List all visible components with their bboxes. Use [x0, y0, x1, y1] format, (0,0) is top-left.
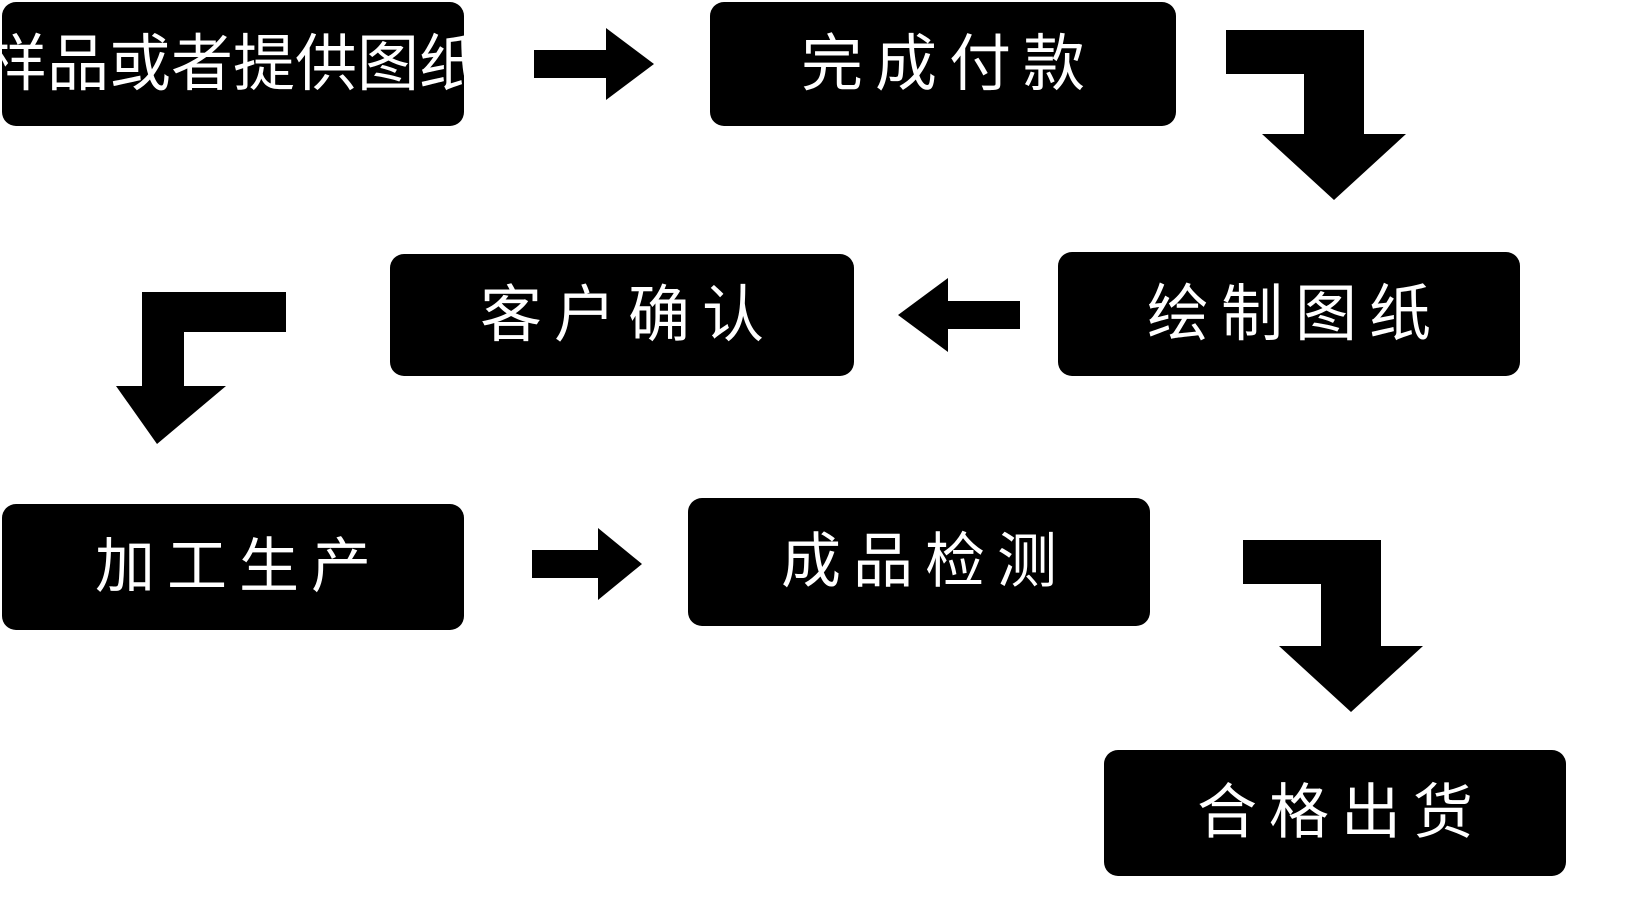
node-draw-blueprint[interactable]: 绘制图纸	[1058, 252, 1520, 376]
node-sample-label: 样品或者提供图纸	[0, 27, 482, 100]
node-shipment-label: 合格出货	[1197, 778, 1485, 848]
node-production[interactable]: 加工生产	[2, 504, 464, 630]
arrow-payment-to-draw	[1226, 30, 1406, 200]
arrow-confirm-to-production	[116, 292, 286, 444]
arrow-sample-to-payment	[534, 28, 654, 100]
node-draw-blueprint-label: 绘制图纸	[1146, 277, 1443, 350]
node-sample[interactable]: 样品或者提供图纸	[0, 2, 481, 126]
arrow-draw-to-confirm	[898, 278, 1020, 352]
node-payment-label: 完成付款	[800, 27, 1097, 100]
node-production-label: 加工生产	[95, 532, 383, 602]
arrow-production-to-inspection	[532, 528, 642, 600]
node-customer-confirm[interactable]: 客户确认	[390, 254, 854, 376]
node-inspection-label: 成品检测	[781, 527, 1069, 597]
node-shipment[interactable]: 合格出货	[1104, 750, 1566, 876]
node-inspection[interactable]: 成品检测	[688, 498, 1150, 626]
node-customer-confirm-label: 客户确认	[479, 278, 776, 351]
node-payment[interactable]: 完成付款	[710, 2, 1176, 126]
arrow-inspection-to-shipment	[1243, 540, 1423, 712]
